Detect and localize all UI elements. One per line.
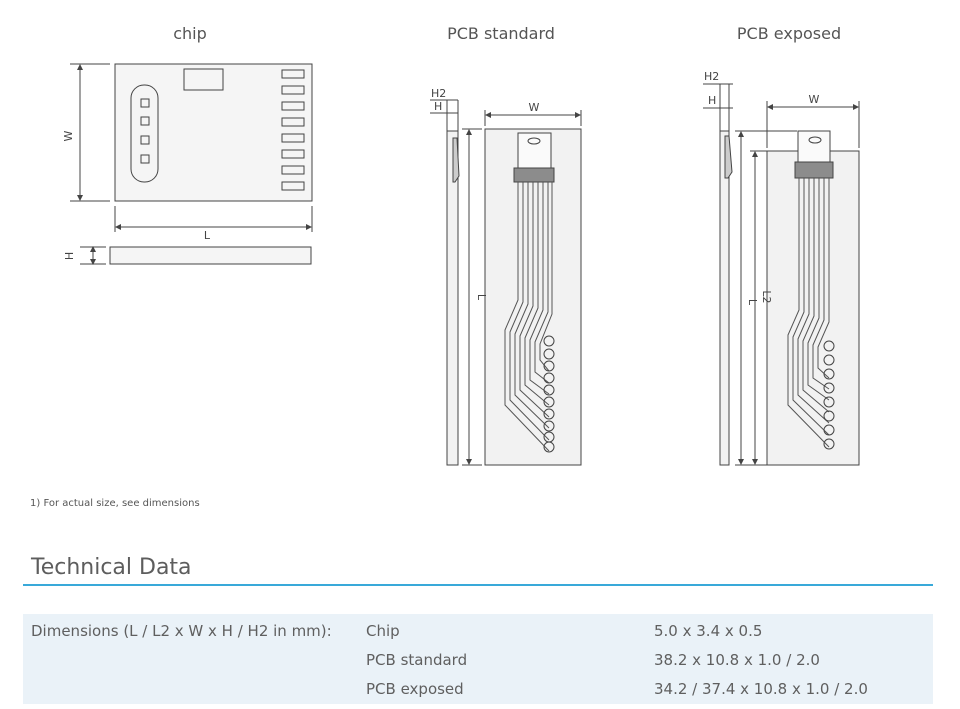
pcb-exposed-l2-label: L2	[760, 290, 773, 303]
pcb-exposed-h-label: H	[708, 94, 716, 107]
technical-data-table: Dimensions (L / L2 x W x H / H2 in mm): …	[23, 614, 933, 704]
pcb-standard-pads	[543, 335, 555, 453]
chip-window	[183, 68, 224, 91]
pcb-exposed-drawing	[703, 83, 860, 466]
pcb-exposed-h2-label: H2	[704, 70, 719, 83]
pcb-standard-w-label: W	[529, 101, 540, 114]
table-row-value: 34.2 / 37.4 x 10.8 x 1.0 / 2.0	[654, 680, 868, 698]
section-title: Technical Data	[31, 555, 192, 580]
pcb-standard-h-label: H	[434, 100, 442, 113]
chip-figure-title: chip	[173, 24, 207, 43]
table-row-name: PCB standard	[366, 651, 468, 669]
pcb-exposed-figure-title: PCB exposed	[736, 24, 842, 43]
dimensions-label: Dimensions (L / L2 x W x H / H2 in mm):	[31, 622, 332, 640]
pcb-exposed-w-label: W	[809, 93, 820, 106]
chip-sensor-area	[130, 84, 159, 183]
chip-top-view	[114, 63, 313, 202]
chip-h-label: H	[63, 252, 76, 260]
chip-drawing	[70, 63, 313, 265]
chip-w-label: W	[62, 130, 75, 141]
technical-drawings: W L H	[62, 63, 860, 466]
footnote: 1) For actual size, see dimensions	[30, 498, 200, 509]
table-row-name: PCB exposed	[366, 680, 464, 698]
pcb-exposed-pads	[823, 340, 835, 450]
table-row-value: 5.0 x 3.4 x 0.5	[654, 622, 763, 640]
pcb-exposed-l-label: L	[746, 299, 759, 306]
pcb-standard-figure-title: PCB standard	[447, 24, 555, 43]
pcb-standard-h2-label: H2	[431, 87, 446, 100]
pcb-standard-drawing	[430, 99, 582, 466]
section-divider	[23, 584, 933, 586]
pcb-standard-l-label: L	[475, 294, 488, 301]
table-row-name: Chip	[366, 622, 400, 640]
chip-l-label: L	[204, 229, 211, 242]
table-row-value: 38.2 x 10.8 x 1.0 / 2.0	[654, 651, 820, 669]
chip-contact-pads	[281, 69, 305, 191]
chip-side-view	[109, 246, 312, 265]
